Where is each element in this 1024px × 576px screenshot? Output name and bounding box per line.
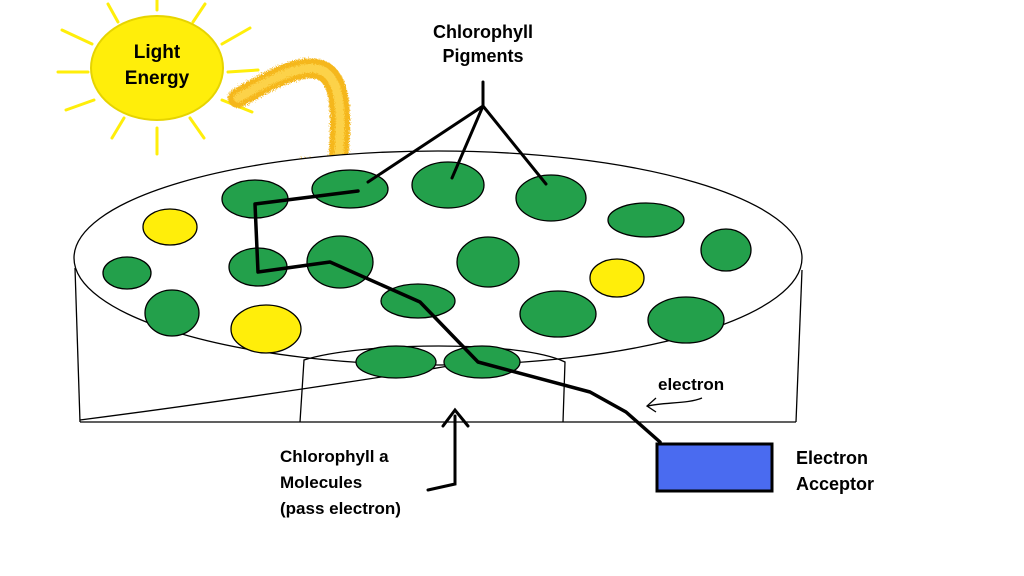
pigment-green xyxy=(607,202,685,238)
electron-path xyxy=(253,189,662,444)
pigments-pointer-lines xyxy=(366,80,548,186)
acceptor-label-line1: Electron xyxy=(796,448,868,468)
electron-acceptor-box xyxy=(655,442,774,493)
pigment-green xyxy=(144,289,200,337)
pigment-green xyxy=(311,169,389,209)
sun-disc xyxy=(90,15,224,121)
pigment-green xyxy=(411,161,485,209)
pigment-green xyxy=(456,236,520,288)
pigment-yellow xyxy=(230,304,302,354)
pigment-green xyxy=(647,296,725,344)
chlorophyll-a-arrow xyxy=(426,407,470,492)
sun-rays xyxy=(56,0,260,156)
pigment-yellow xyxy=(589,258,645,298)
electron-arrow xyxy=(645,397,703,413)
pigment-green xyxy=(306,235,374,289)
pigment-green xyxy=(519,290,597,338)
pigment-green xyxy=(102,256,152,290)
chlorophyll-a-label-line3: (pass electron) xyxy=(280,499,401,518)
reaction-center xyxy=(299,345,566,423)
pigment-yellow xyxy=(142,208,198,246)
sun-label-line1: Light xyxy=(134,42,181,63)
chlorophyll-a-label-line1: Chlorophyll a xyxy=(280,447,389,466)
chlorophyll-a-label-line2: Molecules xyxy=(280,473,362,492)
chlorophyll-a-molecule xyxy=(355,345,437,379)
chlorophyll-pigments xyxy=(102,161,752,379)
pigment-green xyxy=(700,228,752,272)
sun-icon xyxy=(56,0,260,156)
acceptor-label-line2: Acceptor xyxy=(796,474,874,494)
pigments-label-line1: Chlorophyll xyxy=(433,22,533,42)
pigment-green xyxy=(515,174,587,222)
pigments-label-line2: Pigments xyxy=(442,46,523,66)
sun-label-line2: Energy xyxy=(125,68,190,89)
electron-label: electron xyxy=(658,375,724,394)
